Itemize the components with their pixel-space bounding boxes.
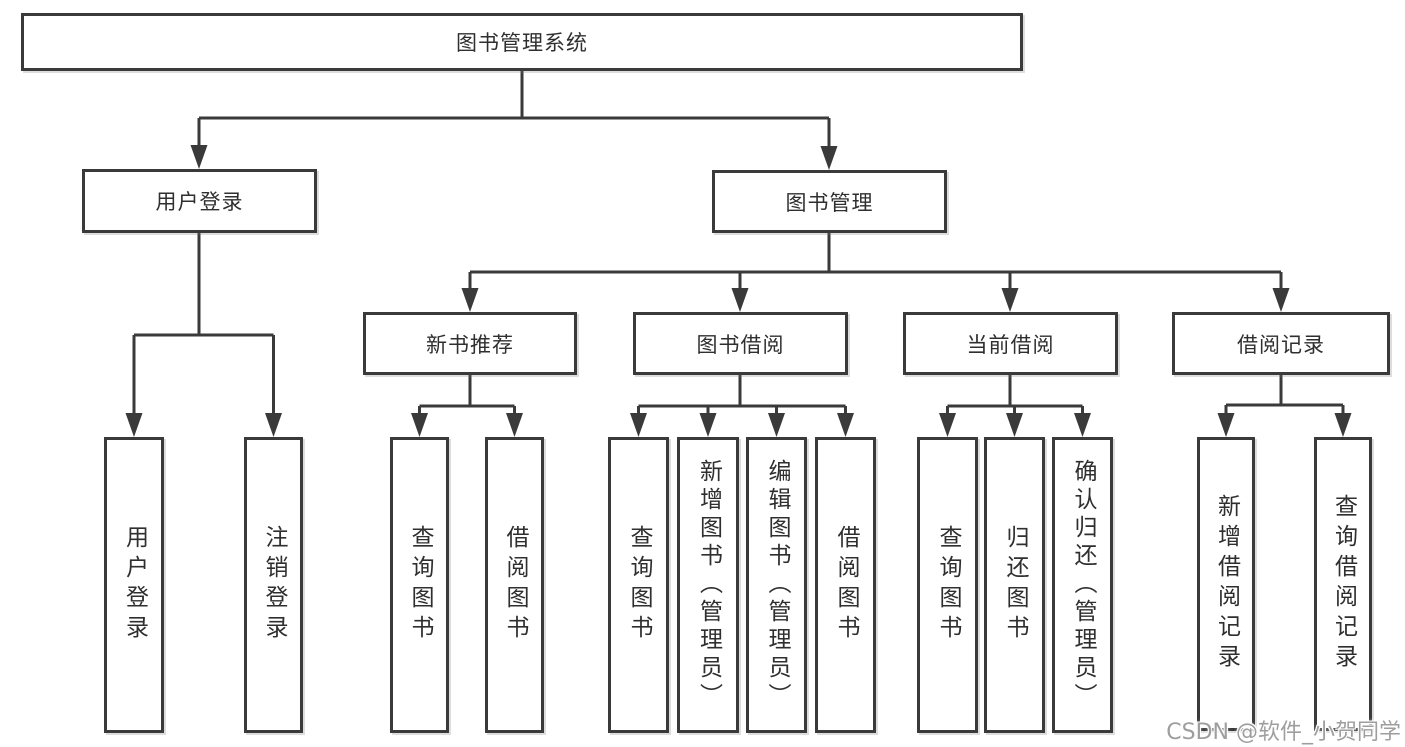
node-book-borrow-label: 图书借阅 bbox=[696, 332, 785, 357]
leaf-edit-books-admin-label: 编辑图书（管理员） bbox=[764, 459, 790, 711]
leaf-borrow-query-books: 查询图书 bbox=[608, 437, 669, 733]
leaf-logout: 注销登录 bbox=[244, 437, 303, 733]
node-current-borrow: 当前借阅 bbox=[903, 312, 1118, 375]
node-user-login: 用户登录 bbox=[82, 169, 317, 233]
node-book-borrow: 图书借阅 bbox=[633, 312, 848, 375]
leaf-rec-borrow-books: 借阅图书 bbox=[485, 437, 544, 733]
leaf-user-login: 用户登录 bbox=[104, 437, 164, 733]
leaf-current-query-books: 查询图书 bbox=[917, 437, 978, 733]
leaf-add-books-admin: 新增图书（管理员） bbox=[677, 437, 739, 733]
csdn-watermark: CSDN @软件_小贺同学 bbox=[1166, 720, 1401, 745]
leaf-confirm-return-admin-label: 确认归还（管理员） bbox=[1070, 459, 1096, 711]
leaf-query-borrow-record: 查询借阅记录 bbox=[1314, 437, 1372, 731]
node-current-borrow-label: 当前借阅 bbox=[966, 332, 1055, 357]
leaf-return-books: 归还图书 bbox=[984, 437, 1045, 733]
leaf-confirm-return-admin: 确认归还（管理员） bbox=[1052, 437, 1113, 733]
leaf-current-query-books-label: 查询图书 bbox=[935, 525, 961, 645]
node-book-management-label: 图书管理 bbox=[785, 190, 874, 215]
leaf-return-books-label: 归还图书 bbox=[1002, 525, 1028, 645]
node-new-book-recommend: 新书推荐 bbox=[363, 312, 577, 375]
node-new-book-recommend-label: 新书推荐 bbox=[426, 332, 514, 357]
node-root: 图书管理系统 bbox=[21, 13, 1023, 71]
node-borrow-record-label: 借阅记录 bbox=[1237, 332, 1325, 357]
leaf-edit-books-admin: 编辑图书（管理员） bbox=[746, 437, 807, 733]
leaf-borrow-query-books-label: 查询图书 bbox=[626, 525, 652, 645]
node-user-login-label: 用户登录 bbox=[155, 190, 244, 214]
leaf-borrow-borrow-books-label: 借阅图书 bbox=[833, 525, 859, 645]
leaf-logout-label: 注销登录 bbox=[261, 525, 287, 645]
leaf-add-borrow-record-label: 新增借阅记录 bbox=[1213, 494, 1240, 674]
leaf-rec-query-books-label: 查询图书 bbox=[407, 525, 433, 645]
node-book-management: 图书管理 bbox=[712, 170, 947, 233]
node-borrow-record: 借阅记录 bbox=[1172, 312, 1390, 375]
leaf-rec-query-books: 查询图书 bbox=[390, 437, 449, 733]
leaf-add-books-admin-label: 新增图书（管理员） bbox=[695, 459, 722, 711]
leaf-rec-borrow-books-label: 借阅图书 bbox=[502, 525, 528, 645]
leaf-borrow-borrow-books: 借阅图书 bbox=[815, 437, 876, 733]
leaf-query-borrow-record-label: 查询借阅记录 bbox=[1330, 494, 1357, 674]
leaf-user-login-label: 用户登录 bbox=[121, 525, 148, 645]
node-root-label: 图书管理系统 bbox=[456, 31, 588, 55]
leaf-add-borrow-record: 新增借阅记录 bbox=[1197, 437, 1255, 731]
